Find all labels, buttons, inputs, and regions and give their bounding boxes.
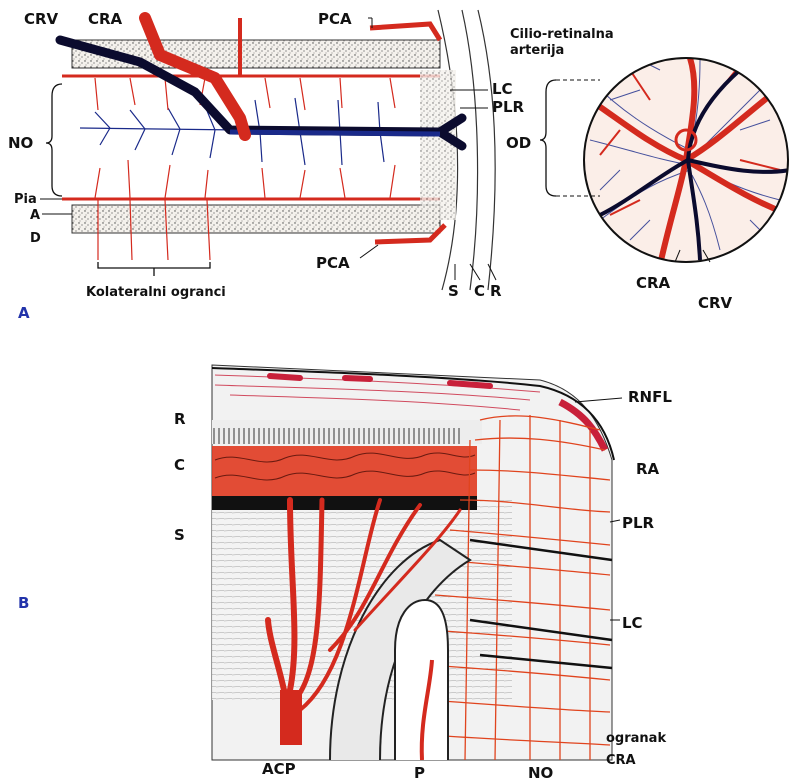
od-bracket — [540, 80, 556, 196]
label-r-a: R — [490, 282, 502, 300]
label-cra-disc: CRA — [636, 274, 671, 292]
panel-b: R C S RNFL RA PLR LC ogranak CRA ACP P N… — [18, 365, 672, 780]
label-no: NO — [8, 134, 33, 152]
kolateralni-bracket — [98, 262, 210, 276]
panel-a: CRV CRA PCA Cilio-retinalna arterija LC … — [8, 10, 790, 322]
label-no-b: NO — [528, 764, 553, 780]
label-lc-b: LC — [622, 614, 643, 632]
label-crv-top: CRV — [24, 10, 59, 28]
label-s-b: S — [174, 526, 185, 544]
label-cra-top: CRA — [88, 10, 123, 28]
label-s-a: S — [448, 282, 459, 300]
choroid-curve — [462, 10, 478, 290]
dura-bottom-band — [72, 205, 440, 233]
label-plr: PLR — [492, 98, 525, 116]
label-ra: RA — [636, 460, 660, 478]
label-plr-b: PLR — [622, 514, 655, 532]
label-d: D — [30, 231, 41, 246]
label-a: A — [30, 208, 40, 223]
label-pca-top: PCA — [318, 10, 352, 28]
label-r-b: R — [174, 410, 186, 428]
label-kolateralni: Kolateralni ogranci — [86, 285, 226, 300]
lamina-region — [420, 70, 456, 220]
label-c-b: C — [174, 456, 185, 474]
label-pca-bottom: PCA — [316, 254, 350, 272]
label-rnfl: RNFL — [628, 388, 672, 406]
label-crv-disc: CRV — [698, 294, 733, 312]
label-cilio-line1: Cilio-retinalna — [510, 27, 614, 42]
label-acp: ACP — [262, 760, 296, 778]
pca-top-vessel — [370, 24, 440, 40]
label-pia: Pia — [14, 192, 37, 207]
label-lc: LC — [492, 80, 513, 98]
label-od: OD — [506, 134, 531, 152]
panel-letter-b: B — [18, 594, 29, 612]
label-c-a: C — [474, 282, 485, 300]
panel-letter-a: A — [18, 304, 30, 322]
label-cilio-line2: arterija — [510, 43, 564, 58]
no-bracket — [46, 84, 62, 196]
label-ogranak-line2: CRA — [606, 753, 636, 768]
label-p: P — [414, 764, 425, 780]
retina-curve — [478, 10, 495, 290]
label-ogranak-line1: ogranak — [606, 731, 666, 746]
